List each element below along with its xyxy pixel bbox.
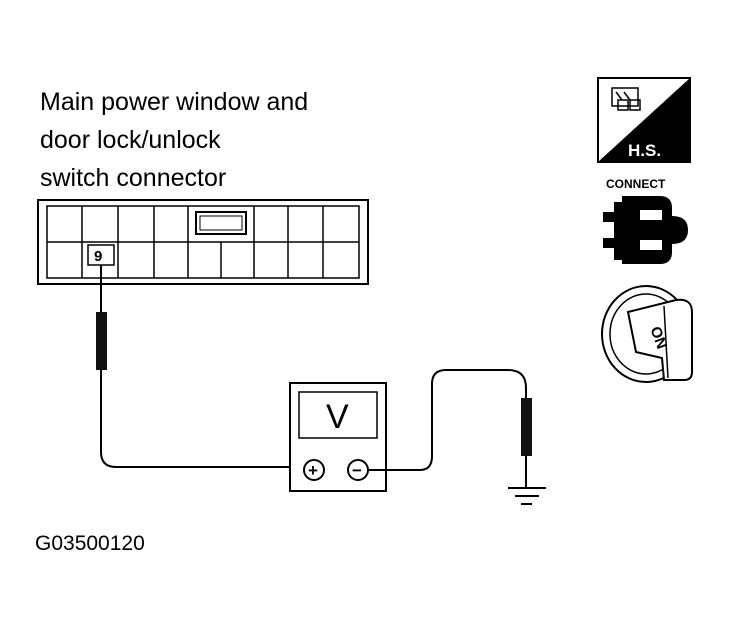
harness-side-icon bbox=[597, 77, 691, 163]
positive-probe-handle bbox=[96, 312, 107, 370]
voltmeter-display bbox=[298, 391, 378, 439]
pin-9-label: 9 bbox=[94, 248, 102, 265]
negative-probe-handle bbox=[521, 398, 532, 456]
connector-title: Main power window and door lock/unlock s… bbox=[40, 88, 308, 192]
ground-symbol bbox=[508, 487, 546, 505]
voltmeter bbox=[289, 382, 387, 492]
negative-probe bbox=[368, 369, 532, 488]
ignition-on-label: ON bbox=[646, 324, 670, 351]
positive-lead-wire bbox=[100, 451, 302, 468]
connector-hand-icon bbox=[611, 87, 641, 111]
plus-sign: + bbox=[308, 461, 318, 480]
switch-connector bbox=[37, 199, 369, 285]
figure-id: G03500120 bbox=[35, 532, 145, 555]
connect-icon bbox=[603, 196, 688, 264]
title-line-3: switch connector bbox=[40, 164, 226, 192]
harness-side-label: H.S. bbox=[628, 141, 661, 160]
positive-probe bbox=[96, 265, 302, 468]
title-line-2: door lock/unlock bbox=[40, 126, 221, 154]
plus-terminal bbox=[303, 459, 325, 481]
voltmeter-symbol: V bbox=[326, 398, 349, 436]
connect-label: CONNECT bbox=[606, 177, 666, 191]
connector-lock-tab bbox=[195, 211, 247, 235]
negative-lead-wire bbox=[368, 369, 527, 471]
minus-sign: − bbox=[352, 461, 362, 480]
title-line-1: Main power window and bbox=[40, 88, 308, 116]
ignition-key-icon bbox=[601, 285, 693, 383]
connector-outline bbox=[37, 199, 369, 285]
